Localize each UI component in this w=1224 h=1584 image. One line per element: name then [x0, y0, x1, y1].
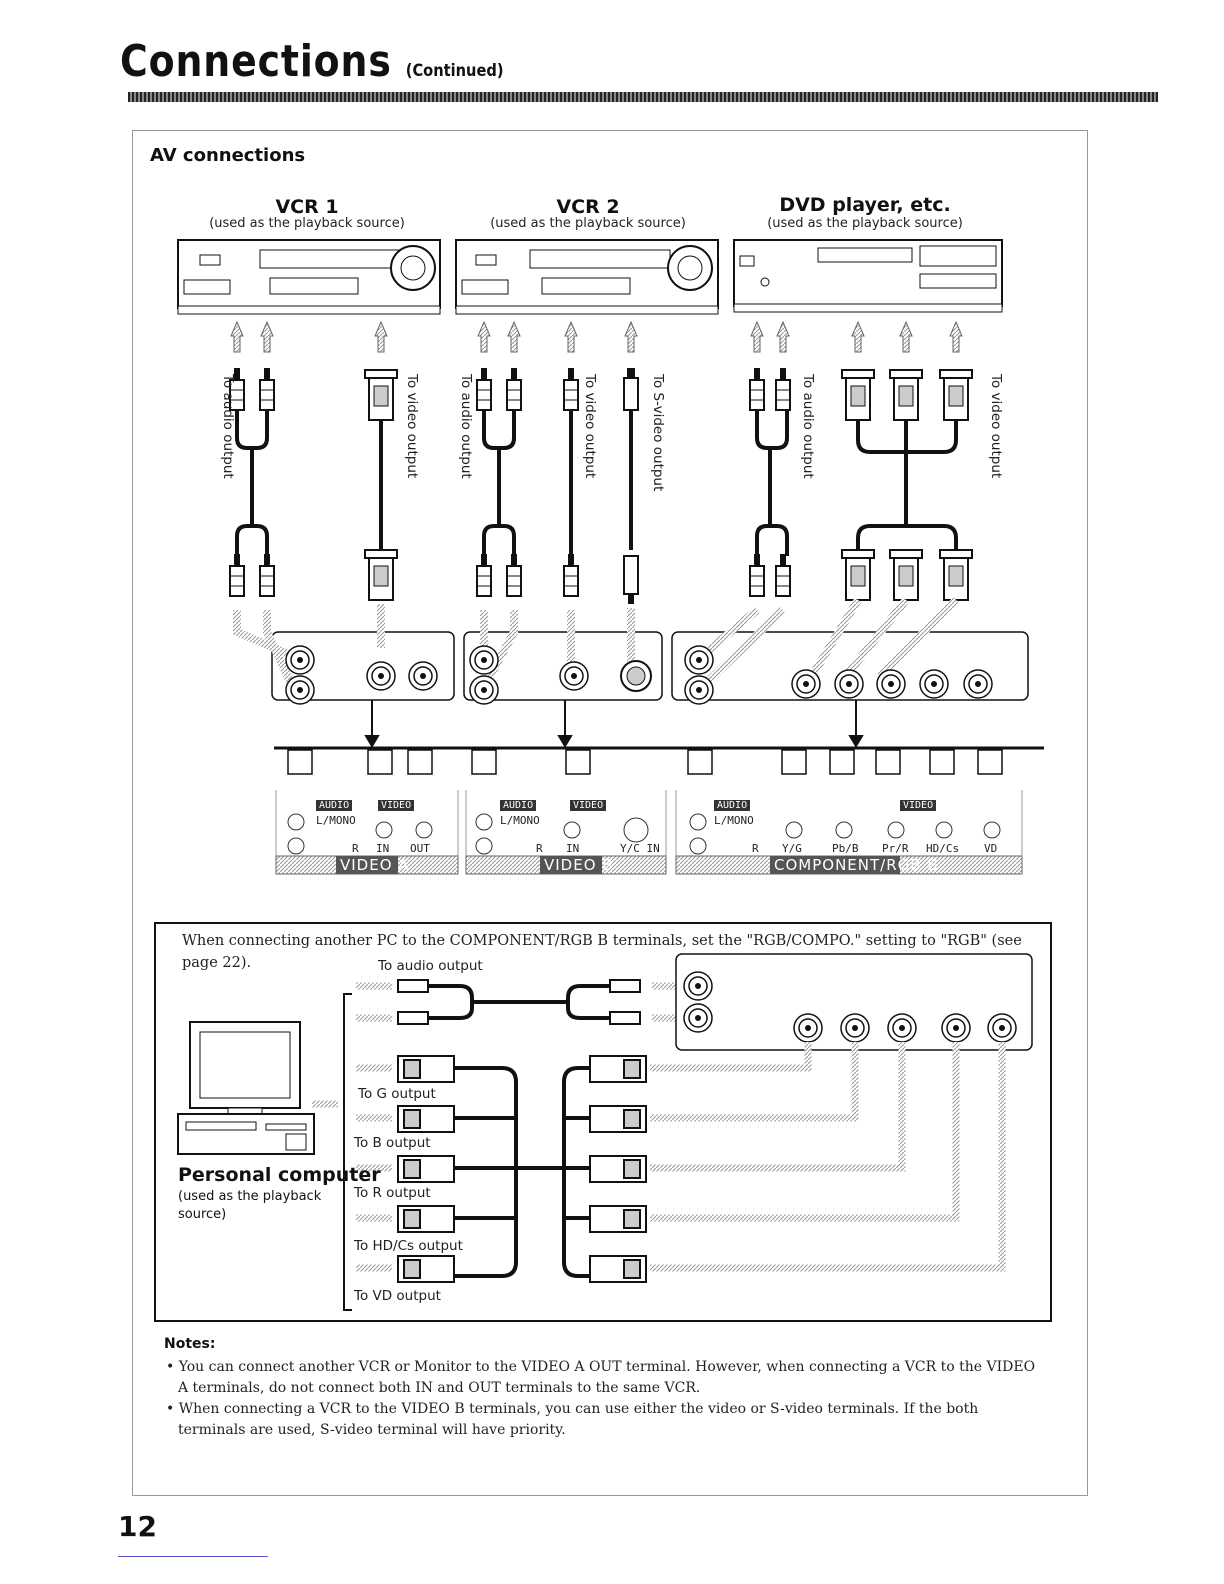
pc-hdcs-label: To HD/Cs output: [354, 1238, 463, 1254]
dvd-name: DVD player, etc.: [779, 194, 951, 216]
vcr2-name: VCR 2: [556, 196, 620, 218]
bar-component: COMPONENT/RGB B: [774, 856, 939, 874]
vcr2-sub: (used as the playback source): [490, 216, 686, 231]
pc-connection-box: [154, 922, 1052, 1322]
vcr2-device: [455, 239, 719, 315]
vcr1-device: [177, 239, 441, 315]
pc-vd-label: To VD output: [354, 1288, 441, 1304]
notes-list: You can connect another VCR or Monitor t…: [164, 1357, 1044, 1441]
bar-video-b: VIDEO B: [544, 856, 614, 874]
vcr2-audio-label: To audio output: [458, 374, 474, 479]
panel-c-hdcs: HD/Cs: [926, 842, 960, 855]
notes-heading: Notes:: [164, 1336, 216, 1352]
panel-c-vd: VD: [984, 842, 998, 855]
panel-a-r: R: [352, 842, 359, 855]
vcr2-video-label: To video output: [582, 374, 598, 479]
page-number: 12: [118, 1510, 157, 1543]
header-rule: [128, 92, 1158, 102]
panel-c-lmono: L/MONO: [714, 814, 754, 827]
panel-a-in: IN: [376, 842, 390, 855]
panel-b-video-badge: VIDEO: [570, 800, 607, 811]
panel-b-in: IN: [566, 842, 580, 855]
panel-a-audio-badge: AUDIO: [316, 800, 353, 811]
pc-r-label: To R output: [354, 1185, 431, 1201]
pc-g-label: To G output: [358, 1086, 436, 1102]
dvd-sub: (used as the playback source): [767, 216, 963, 231]
pc-sub: (used as the playback source): [178, 1189, 322, 1222]
page-title: Connections (Continued): [120, 36, 504, 87]
vcr1-audio-label: To audio output: [220, 374, 236, 479]
panel-c-r: R: [752, 842, 759, 855]
panel-b-r: R: [536, 842, 543, 855]
panel-c-audio-badge: AUDIO: [714, 800, 751, 811]
pc-audio-label: To audio output: [378, 958, 483, 974]
vcr1-sub: (used as the playback source): [209, 216, 405, 231]
page-subtitle: (Continued): [405, 61, 504, 81]
vcr2-svideo-label: To S-video output: [650, 374, 666, 492]
dvd-audio-label: To audio output: [800, 374, 816, 479]
pc-b-label: To B output: [354, 1135, 431, 1151]
note-item: You can connect another VCR or Monitor t…: [164, 1357, 1044, 1399]
panel-c-yg: Y/G: [782, 842, 802, 855]
pc-name: Personal computer: [178, 1164, 381, 1186]
dvd-device: [733, 239, 1003, 313]
panel-a-video-badge: VIDEO: [378, 800, 415, 811]
panel-c-pbb: Pb/B: [832, 842, 859, 855]
panel-a-out: OUT: [410, 842, 430, 855]
bar-video-a: VIDEO A: [340, 856, 410, 874]
panel-a-lmono: L/MONO: [316, 814, 356, 827]
note-item: When connecting a VCR to the VIDEO B ter…: [164, 1399, 1044, 1441]
panel-c-video-badge: VIDEO: [900, 800, 937, 811]
panel-b-audio-badge: AUDIO: [500, 800, 537, 811]
section-title: AV connections: [150, 145, 306, 166]
footer-rule: [118, 1556, 268, 1557]
content-frame: [132, 130, 1088, 1496]
vcr1-name: VCR 1: [275, 196, 339, 218]
panel-b-ycin: Y/C IN: [620, 842, 660, 855]
pc-note: When connecting another PC to the COMPON…: [182, 933, 1022, 971]
panel-b-lmono: L/MONO: [500, 814, 540, 827]
pc-device: [177, 1021, 315, 1155]
vcr1-video-label: To video output: [404, 374, 420, 479]
panel-c-prr: Pr/R: [882, 842, 909, 855]
dvd-video-label: To video output: [988, 374, 1004, 479]
